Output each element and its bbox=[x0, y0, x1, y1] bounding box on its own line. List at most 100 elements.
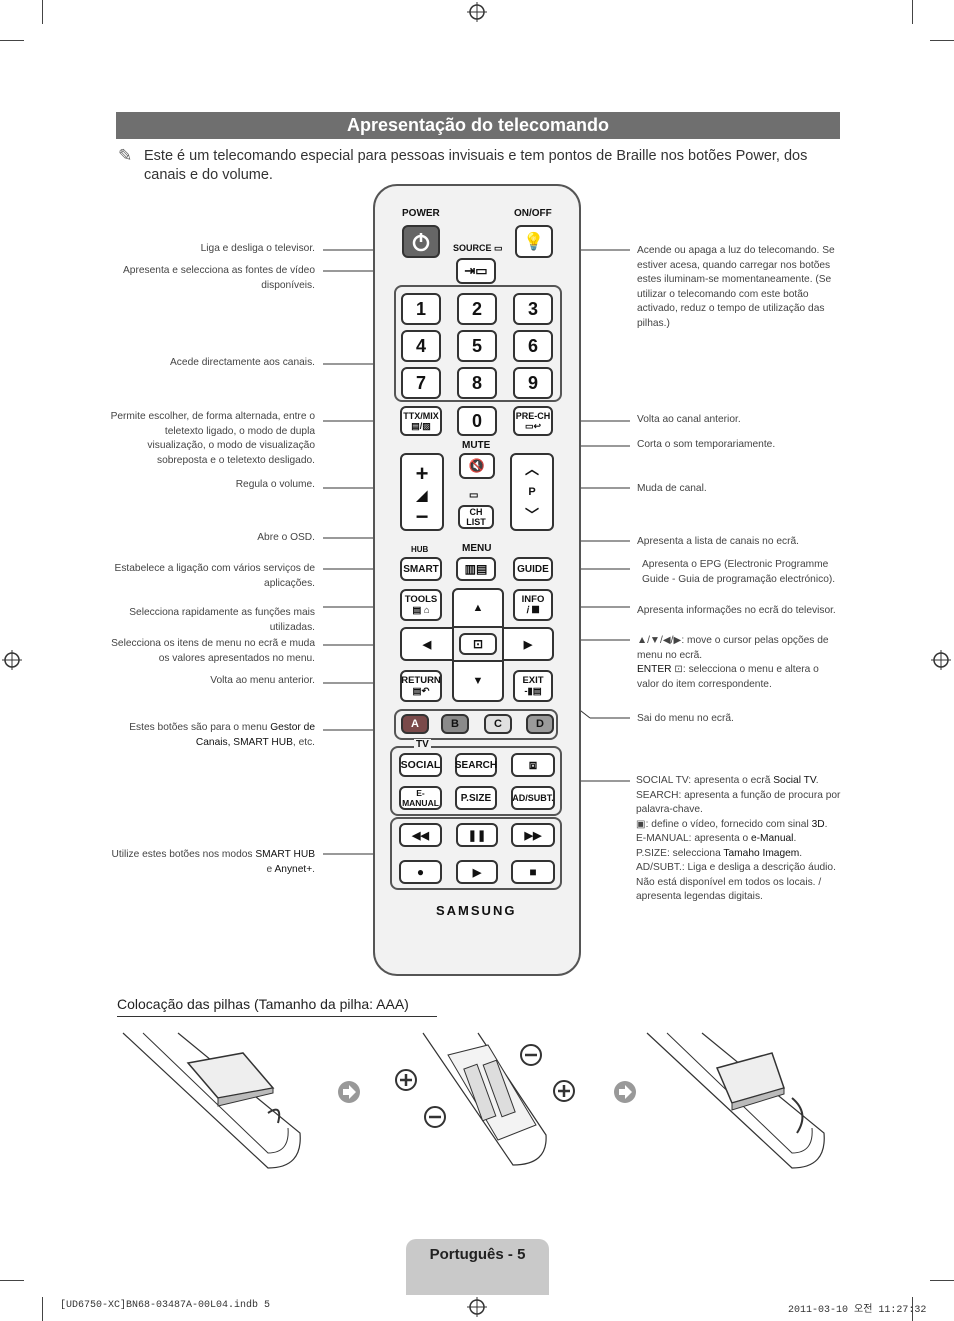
volume-rocker[interactable]: + ◢ − bbox=[400, 453, 444, 531]
stop-icon: ■ bbox=[529, 865, 537, 879]
source-icon: ⇥▭ bbox=[464, 263, 488, 278]
label-info: Apresenta informações no ecrã do televis… bbox=[637, 605, 836, 616]
crop-mark bbox=[930, 40, 954, 41]
digit-zero-button[interactable]: 0 bbox=[457, 406, 497, 436]
tools-button[interactable]: TOOLS▤ ⌂ bbox=[400, 589, 442, 621]
power-icon bbox=[412, 232, 430, 251]
stop-button[interactable]: ■ bbox=[511, 860, 555, 884]
crop-mark bbox=[42, 0, 43, 24]
menu-button[interactable]: ▥▤ bbox=[456, 557, 496, 581]
label-ttx: Permite escolher, de forma alternada, en… bbox=[110, 411, 315, 466]
digit-button[interactable]: 6 bbox=[513, 330, 553, 362]
source-button[interactable]: ⇥▭ bbox=[456, 258, 496, 284]
digit-button[interactable]: 9 bbox=[513, 367, 553, 399]
color-button-c[interactable]: C bbox=[484, 714, 512, 734]
note: ✎ Este é um telecomando especial para pe… bbox=[118, 146, 828, 185]
color-button-b[interactable]: B bbox=[441, 714, 469, 734]
registration-mark-icon bbox=[2, 650, 22, 670]
crop-mark bbox=[0, 1280, 24, 1281]
label-nav-right: ▲/▼/◀/▶: move o cursor pelas opções de m… bbox=[637, 635, 829, 690]
adsubt-button[interactable]: AD/SUBT. bbox=[511, 786, 555, 810]
digit-button[interactable]: 5 bbox=[457, 330, 497, 362]
arrow-up-icon: ▲ bbox=[472, 602, 484, 614]
3d-button[interactable]: ⧈ bbox=[511, 753, 555, 777]
fast-forward-icon: ▶▶ bbox=[524, 829, 542, 842]
power-label: POWER bbox=[402, 208, 440, 219]
exit-button[interactable]: EXIT-▮▤ bbox=[513, 670, 553, 702]
social-group bbox=[390, 746, 562, 816]
label-tools: Selecciona rapidamente as funções mais u… bbox=[129, 607, 315, 633]
label-digits: Acede directamente aos canais. bbox=[170, 357, 315, 368]
ttx-button[interactable]: TTX/MIX▤/▨ bbox=[400, 406, 442, 436]
guide-button[interactable]: GUIDE bbox=[513, 557, 553, 581]
onoff-label: ON/OFF bbox=[514, 208, 552, 219]
enter-icon: ⊡ bbox=[472, 637, 484, 651]
page-footer: Português - 5 bbox=[406, 1239, 549, 1295]
label-power: Liga e desliga o televisor. bbox=[200, 243, 315, 254]
battery-title-underline bbox=[117, 1016, 437, 1017]
search-button[interactable]: SEARCH bbox=[455, 753, 497, 777]
power-button[interactable] bbox=[402, 225, 440, 258]
teletext-icon: ▤/▨ bbox=[411, 420, 431, 431]
mute-button[interactable]: 🔇 bbox=[459, 453, 495, 479]
smart-hub-button[interactable]: SMART bbox=[400, 557, 442, 581]
exit-icon: -▮▤ bbox=[524, 686, 542, 697]
pencil-icon: ✎ bbox=[118, 146, 133, 165]
registration-mark-icon bbox=[931, 650, 951, 670]
light-button[interactable]: 💡 bbox=[515, 225, 553, 258]
digit-button[interactable]: 2 bbox=[457, 293, 497, 325]
battery-section-title: Colocação das pilhas (Tamanho da pilha: … bbox=[117, 996, 409, 1012]
fast-forward-button[interactable]: ▶▶ bbox=[511, 823, 555, 847]
prech-icon: ▭↩ bbox=[524, 420, 542, 431]
return-button[interactable]: RETURN▤↶ bbox=[400, 670, 442, 702]
dpad-right-button[interactable]: ▶ bbox=[502, 627, 554, 661]
digit-button[interactable]: 7 bbox=[401, 367, 441, 399]
label-volume: Regula o volume. bbox=[235, 479, 315, 490]
info-icon: 𝑖 ▤ bbox=[526, 605, 540, 616]
label-nav: Selecciona os itens de menu no ecrã e mu… bbox=[111, 638, 315, 664]
record-button[interactable]: ● bbox=[399, 860, 442, 884]
samsung-logo: SAMSUNG bbox=[436, 903, 517, 918]
arrow-left-icon: ◀ bbox=[422, 638, 432, 651]
print-info-right: 2011-03-10 오전 11:27:32 bbox=[788, 1305, 927, 1316]
label-return: Volta ao menu anterior. bbox=[210, 675, 315, 686]
label-channel: Muda de canal. bbox=[637, 483, 707, 494]
digit-button[interactable]: 1 bbox=[401, 293, 441, 325]
bulb-icon: 💡 bbox=[523, 231, 545, 251]
crop-mark bbox=[42, 1297, 43, 1321]
arrow-right-circle-icon bbox=[338, 1081, 360, 1103]
prech-button[interactable]: PRE-CH▭↩ bbox=[513, 406, 553, 436]
color-button-a[interactable]: A bbox=[401, 714, 429, 734]
volume-up-icon: + bbox=[415, 461, 429, 486]
label-social-group: SOCIAL TV: apresenta o ecrã Social TV. S… bbox=[636, 775, 841, 902]
print-info-left: [UD6750-XC]BN68-03487A-00L04.indb 5 bbox=[60, 1300, 271, 1311]
tools-icon: ▤ ⌂ bbox=[412, 605, 430, 616]
channel-rocker[interactable]: ︿ P ﹀ bbox=[510, 453, 554, 531]
enter-button[interactable]: ⊡ bbox=[459, 633, 497, 655]
chlist-button[interactable]: CH LIST bbox=[458, 505, 494, 529]
source-label: SOURCE ▭ bbox=[453, 243, 503, 253]
pause-button[interactable]: ❚❚ bbox=[456, 823, 498, 847]
label-menu: Abre o OSD. bbox=[257, 532, 315, 543]
dpad-left-button[interactable]: ◀ bbox=[400, 627, 454, 661]
enter-icon: ⊡ bbox=[671, 664, 683, 675]
play-button[interactable]: ▶ bbox=[456, 860, 498, 884]
rewind-button[interactable]: ◀◀ bbox=[399, 823, 442, 847]
page-title: Apresentação do telecomando bbox=[116, 112, 840, 139]
digit-button[interactable]: 4 bbox=[401, 330, 441, 362]
registration-mark-icon bbox=[467, 2, 487, 22]
digit-button[interactable]: 8 bbox=[457, 367, 497, 399]
label-playback: Utilize estes botões nos modos SMART HUB… bbox=[111, 849, 315, 875]
channel-up-icon: ︿ bbox=[525, 461, 539, 477]
pause-icon: ❚❚ bbox=[467, 829, 487, 842]
color-button-d[interactable]: D bbox=[526, 714, 554, 734]
social-tv-button[interactable]: SOCIAL bbox=[399, 753, 442, 777]
digit-button[interactable]: 3 bbox=[513, 293, 553, 325]
psize-button[interactable]: P.SIZE bbox=[455, 786, 497, 810]
dpad-up-button[interactable]: ▲ bbox=[452, 588, 504, 628]
dpad-down-button[interactable]: ▼ bbox=[452, 660, 504, 702]
battery-step-3-illustration bbox=[646, 1032, 825, 1169]
emanual-button[interactable]: E-MANUAL bbox=[399, 786, 442, 810]
3d-icon: ⧈ bbox=[528, 757, 538, 772]
